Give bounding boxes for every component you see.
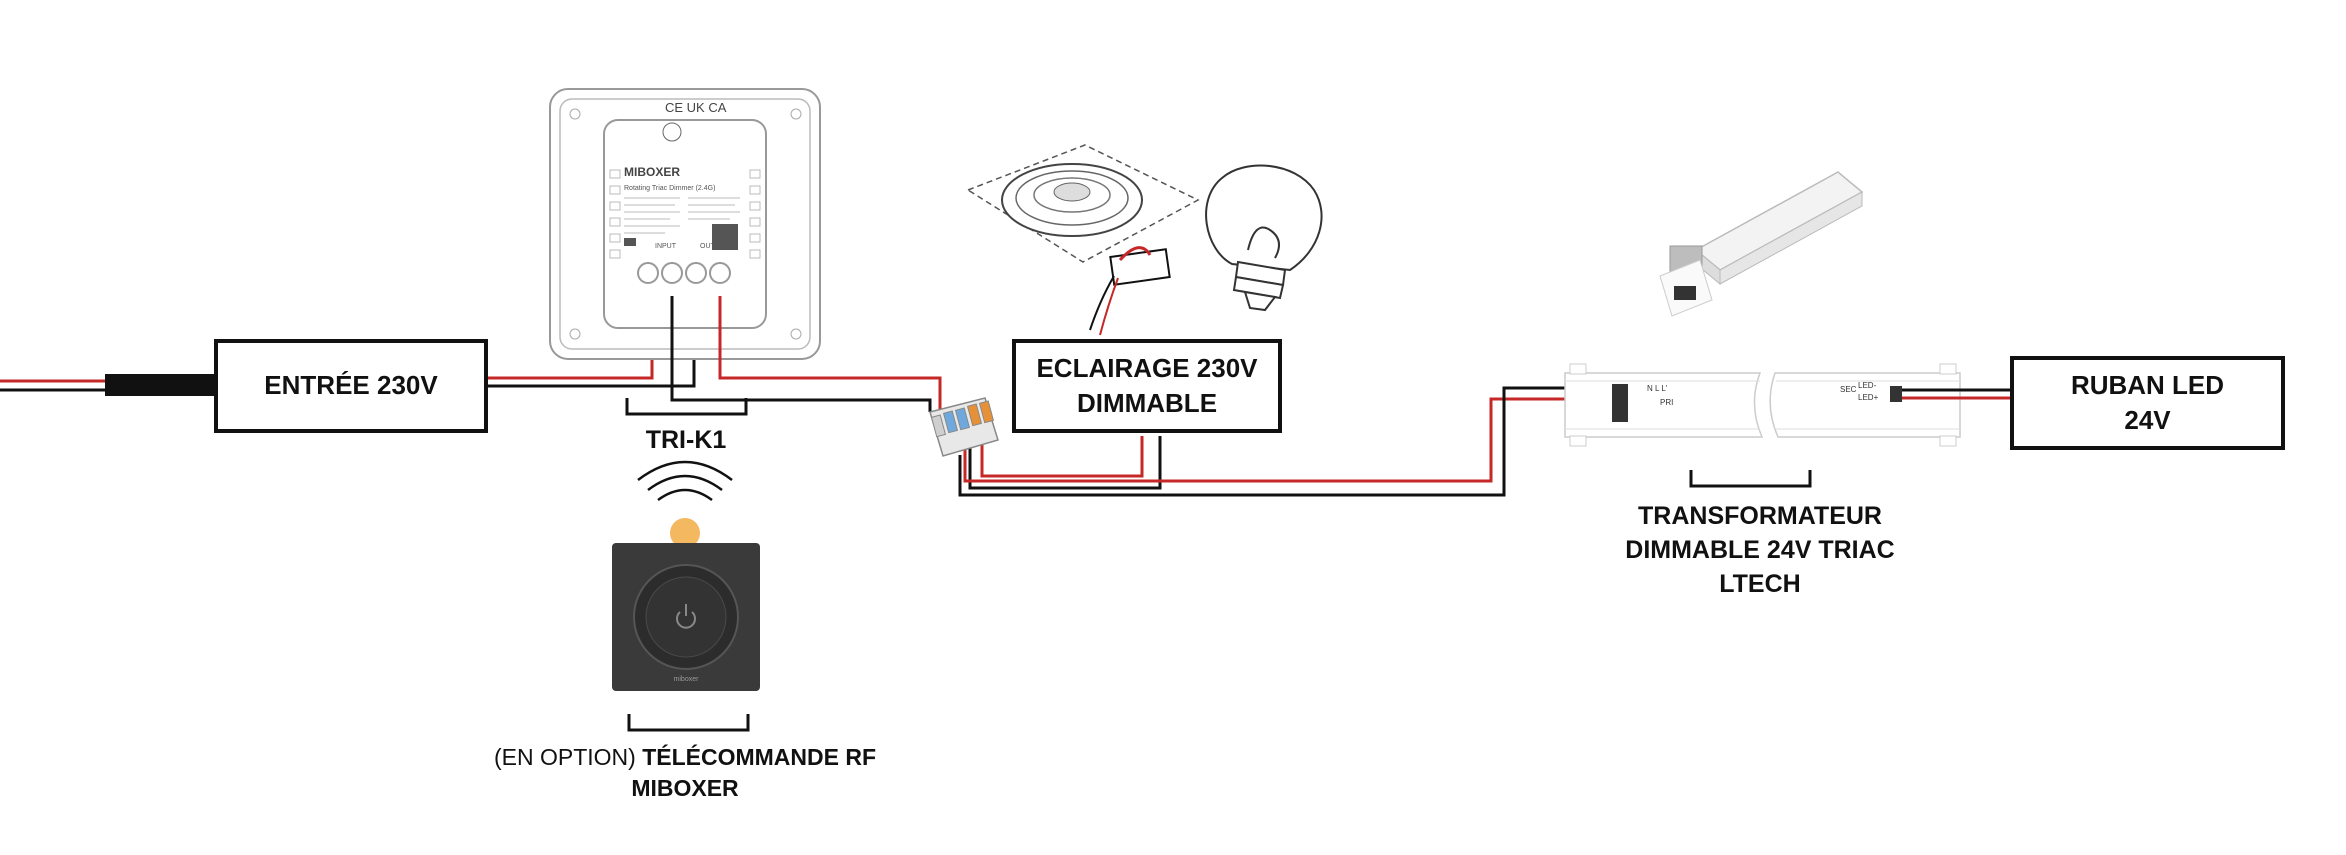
primary-terminals: N L L' [1647,384,1668,393]
power-icon [676,604,696,629]
remote-control: miboxer [612,460,760,691]
remote-brand: miboxer [674,676,700,683]
dimmer-module: CE UK CA MIBOXER Rotating Triac Dimmer (… [549,88,821,360]
dimmer-product: Rotating Triac Dimmer (2.4G) [624,185,715,192]
connector-to-transformer-wires [958,386,1612,497]
qr-code-icon [712,224,738,250]
cert-marks: CE UK CA [665,100,727,115]
led-minus-label: LED- [1858,381,1877,390]
led-indicator-icon [670,518,700,548]
transformer-photo-icon [1659,171,1864,317]
dimmer-brand: MIBOXER [624,165,680,179]
strip-label-line2: 24V [2124,405,2171,435]
spot-driver [1109,248,1171,286]
transformer-to-strip-wires [1902,388,2010,400]
lighting-box: ECLAIRAGE 230V DIMMABLE [1012,339,1282,433]
dimmer-to-connector-wires [670,296,942,412]
led-plus-label: LED+ [1858,393,1879,402]
secondary-label: SEC [1840,385,1857,394]
primary-label: PRI [1660,398,1673,407]
dimmer-label: TRI-K1 [645,426,727,454]
input-label-text: ENTRÉE 230V [264,370,438,401]
transformer-label: TRANSFORMATEUR DIMMABLE 24V TRIAC LTECH [1625,502,1895,598]
ceiling-spot-icon [966,144,1200,336]
remote-label-bold: TÉLÉCOMMANDE RF [642,744,877,770]
wireless-signal-icon [637,460,733,502]
transformer-drawing: N L L' PRI SEC LED- LED+ [1564,363,1961,447]
dimmer-side-pins [609,169,761,259]
led-strip-box: RUBAN LED 24V [2010,356,2285,450]
primary-terminal-block [1612,384,1628,422]
secondary-terminal-block [1890,386,1902,402]
dimmer-bracket [625,398,748,416]
input-box: ENTRÉE 230V [214,339,488,433]
strip-label-line1: RUBAN LED [2070,369,2225,400]
input-label: INPUT [655,243,677,250]
remote-bracket [627,714,750,732]
remote-label: (EN OPTION) TÉLÉCOMMANDE RF MIBOXER [470,742,900,804]
transformer-bracket [1689,470,1812,488]
remote-label-prefix: (EN OPTION) [493,744,643,770]
lighting-label-line2: DIMMABLE [1076,388,1218,418]
remote-label-line2: MIBOXER [631,775,739,802]
wire-connector [929,397,999,457]
output-label: OUTPUT [700,243,730,250]
light-bulb-icon [1205,164,1323,312]
dimmer-terminals [637,262,731,284]
cable-sleeve [105,374,217,396]
input-cable [0,374,217,396]
lighting-label-line1: ECLAIRAGE 230V [1036,352,1258,383]
dimmer-fine-print [624,197,740,234]
